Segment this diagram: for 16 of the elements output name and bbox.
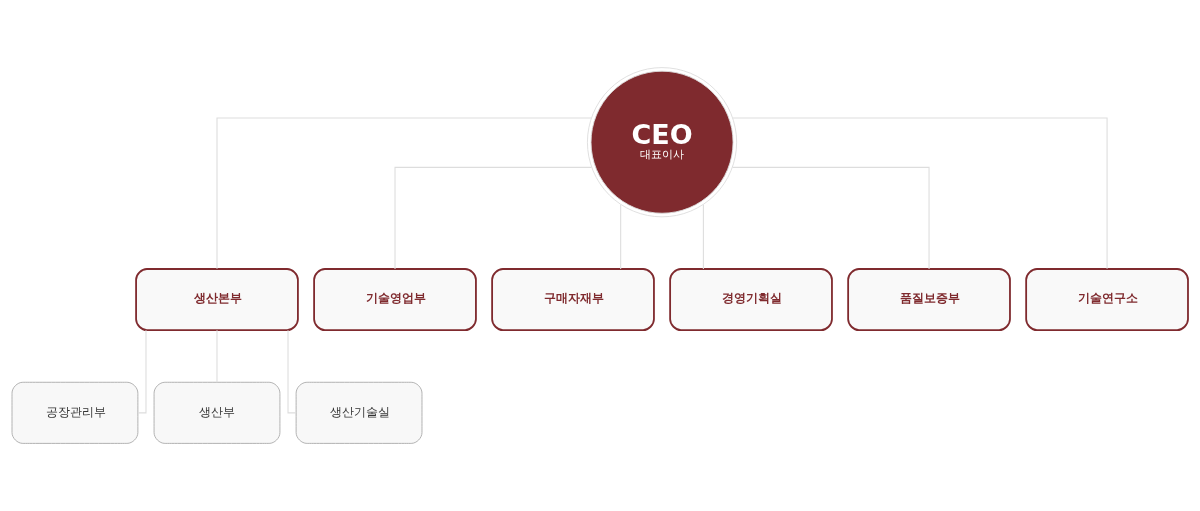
connector [394,166,593,270]
connector [287,329,297,414]
node-box: 생산기술실 [295,381,423,444]
node-box: 기술영업부 [313,268,477,331]
connector [732,117,1108,270]
node-box: 경영기획실 [669,268,833,331]
node-box: 품질보증부 [847,268,1011,331]
node-box: 공장관리부 [11,381,139,444]
connector [137,329,147,414]
node-box: 기술연구소 [1025,268,1189,331]
connector [702,203,704,270]
node-box: 생산부 [153,381,281,444]
node-box: 생산본부 [135,268,299,331]
connector [216,117,592,270]
connector [732,166,930,270]
node-box: 구매자재부 [491,268,655,331]
